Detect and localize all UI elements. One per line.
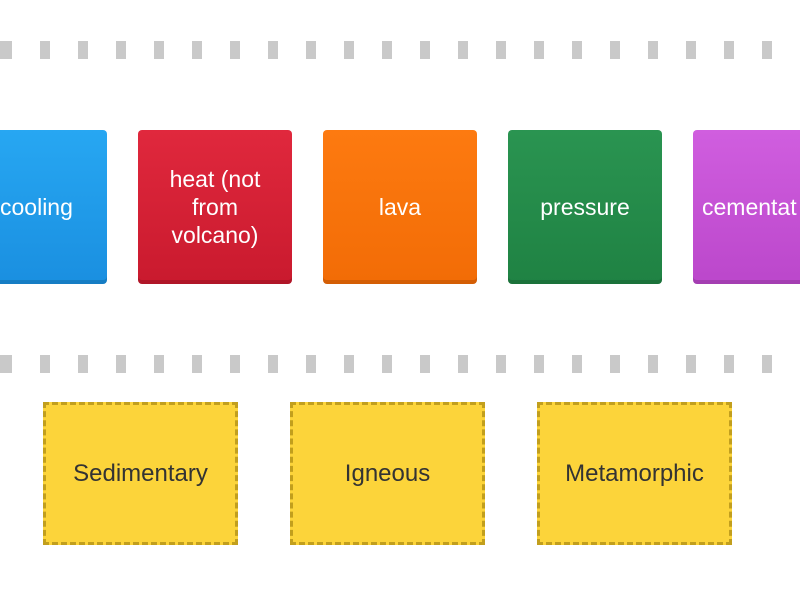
tile-cementation[interactable]: cementat	[693, 130, 800, 284]
zone-label: Sedimentary	[73, 459, 208, 487]
tile-label: lava	[378, 194, 422, 220]
middle-divider	[0, 355, 800, 373]
zone-label: Igneous	[344, 459, 431, 487]
tile-label: pressure	[540, 194, 630, 220]
tile-pressure[interactable]: pressure	[508, 130, 662, 284]
drop-zone-igneous[interactable]: Igneous	[290, 402, 485, 545]
tile-label: cementat	[702, 194, 797, 220]
drop-zone-metamorphic[interactable]: Metamorphic	[537, 402, 732, 545]
tile-label: heat (not from volcano)	[169, 166, 261, 248]
tile-heat[interactable]: heat (not from volcano)	[138, 130, 292, 284]
zone-label: Metamorphic	[565, 459, 704, 487]
drop-zone-sedimentary[interactable]: Sedimentary	[43, 402, 238, 545]
tile-cooling[interactable]: cooling	[0, 130, 107, 284]
tile-label: cooling	[0, 194, 73, 220]
top-divider	[0, 41, 800, 59]
tile-lava[interactable]: lava	[323, 130, 477, 284]
